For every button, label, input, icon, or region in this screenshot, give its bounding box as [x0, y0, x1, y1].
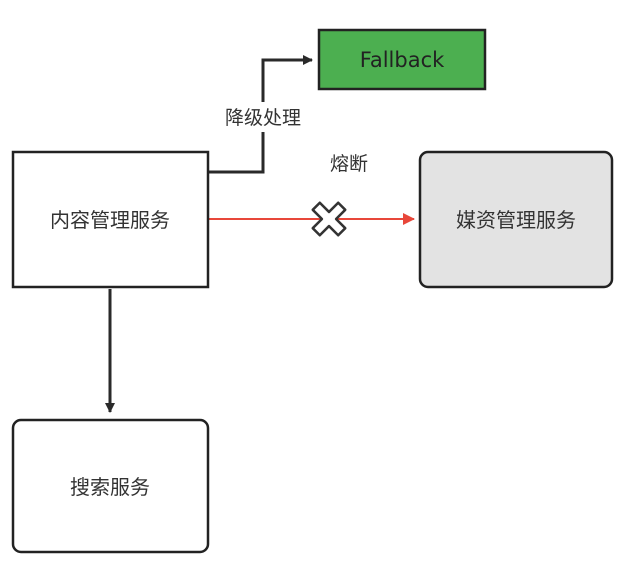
- search-service-label: 搜索服务: [70, 475, 150, 499]
- content-service-label: 内容管理服务: [50, 208, 170, 232]
- content-service-node[interactable]: 内容管理服务: [11, 150, 210, 289]
- degrade-label: 降级处理: [225, 107, 301, 129]
- fallback-label: Fallback: [360, 48, 445, 72]
- search-service-node[interactable]: 搜索服务: [11, 418, 210, 554]
- circuit-break-label: 熔断: [330, 153, 368, 175]
- fallback-node[interactable]: Fallback: [317, 28, 487, 91]
- media-service-label: 媒资管理服务: [456, 208, 576, 232]
- media-service-node[interactable]: 媒资管理服务: [418, 150, 614, 289]
- degrade-label-bg: [211, 102, 315, 132]
- circuit-break-cross-icon: [311, 201, 347, 237]
